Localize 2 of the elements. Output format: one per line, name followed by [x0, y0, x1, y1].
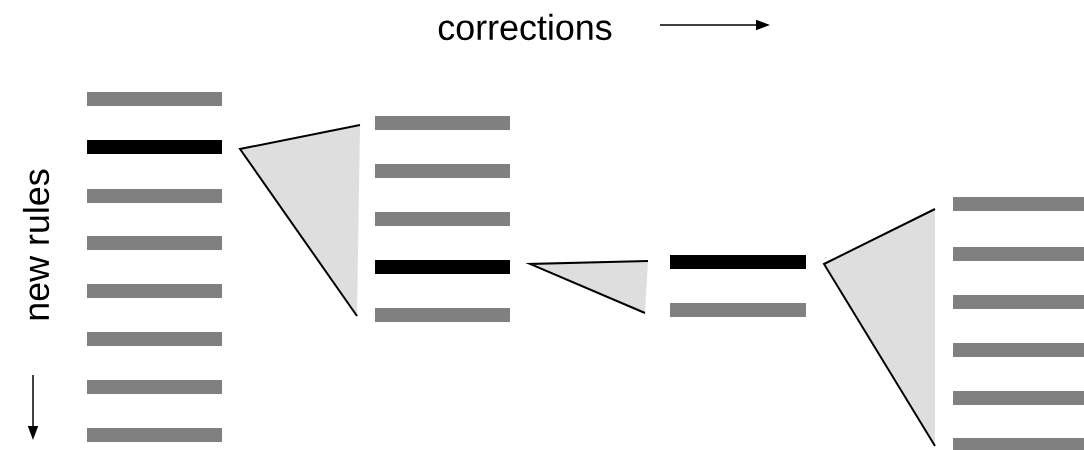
axis-label: corrections: [438, 13, 612, 41]
axis-label: new rules: [22, 169, 50, 320]
